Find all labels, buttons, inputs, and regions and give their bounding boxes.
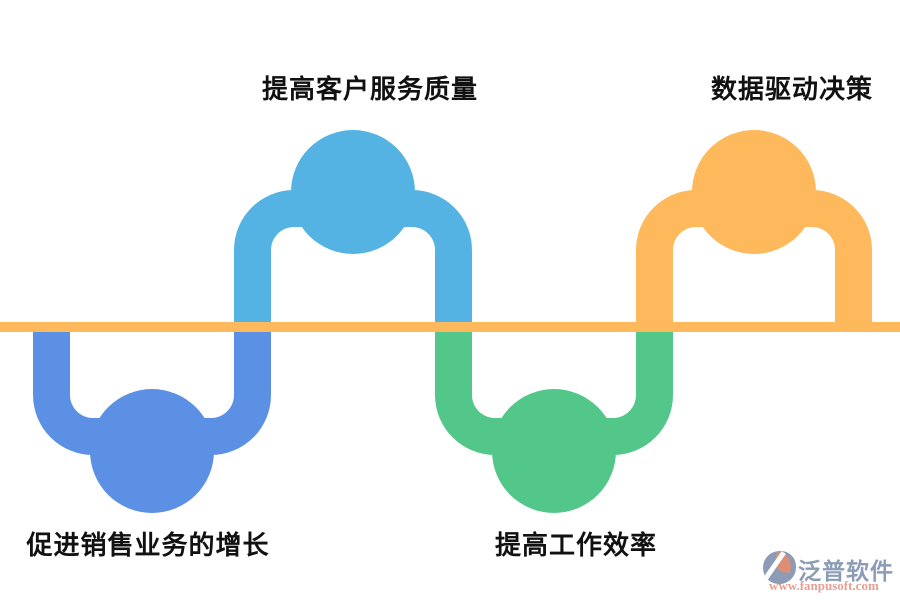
node-circle-work-efficiency: [492, 389, 616, 513]
timeline-axis: [0, 322, 900, 332]
node-circle-data-decision: [692, 130, 816, 254]
watermark-brand-name: 泛普软件: [798, 558, 894, 584]
node-circle-customer-service: [291, 130, 415, 254]
node-label-customer-service: 提高客户服务质量: [261, 74, 478, 104]
watermark-fanpu: 泛普软件 www.fanpusoft.com: [742, 546, 897, 596]
node-label-work-efficiency: 提高工作效率: [494, 530, 657, 560]
node-circle-sales-growth: [90, 389, 214, 513]
node-label-data-decision: 数据驱动决策: [710, 74, 873, 104]
fanpu-logo-icon: [763, 551, 796, 584]
node-label-sales-growth: 促进销售业务的增长: [26, 530, 270, 560]
watermark-url: www.fanpusoft.com: [769, 578, 879, 593]
